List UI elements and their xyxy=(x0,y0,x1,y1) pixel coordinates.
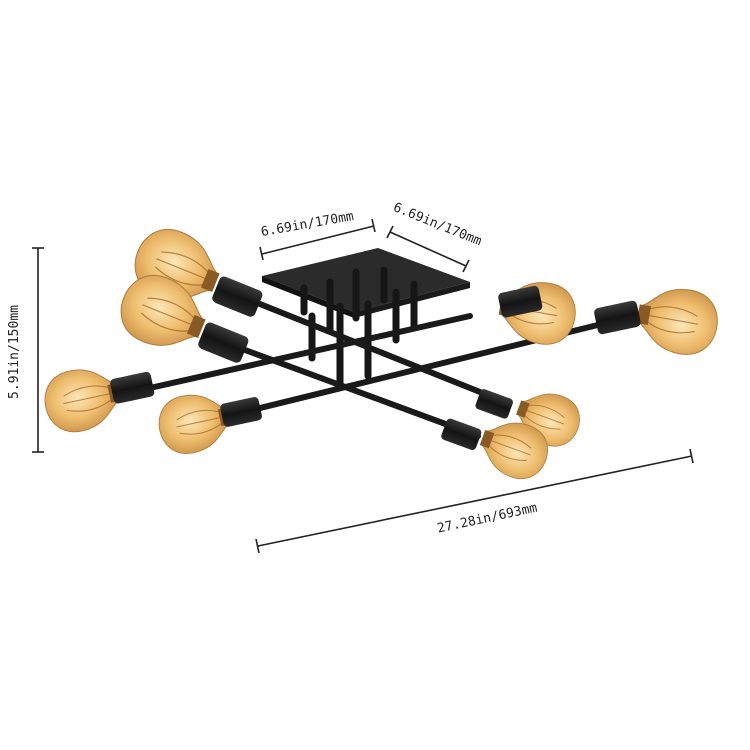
height-dimension: 5.91in/150mm xyxy=(7,247,44,453)
length-dimension: 27.28in/693mm xyxy=(255,448,694,554)
canopy-front-label: 6.69in/170mm xyxy=(260,209,355,240)
canopy-side-label: 6.69in/170mm xyxy=(391,200,484,249)
height-label: 5.91in/150mm xyxy=(7,305,22,399)
bulb-far-left xyxy=(38,361,156,438)
bulb-lower-left xyxy=(153,386,263,460)
bulb-far-right xyxy=(593,281,723,360)
ceiling-light-fixture xyxy=(38,219,723,487)
bulb-upper-right xyxy=(494,275,581,350)
canopy-front-dimension: 6.69in/170mm xyxy=(259,209,376,261)
